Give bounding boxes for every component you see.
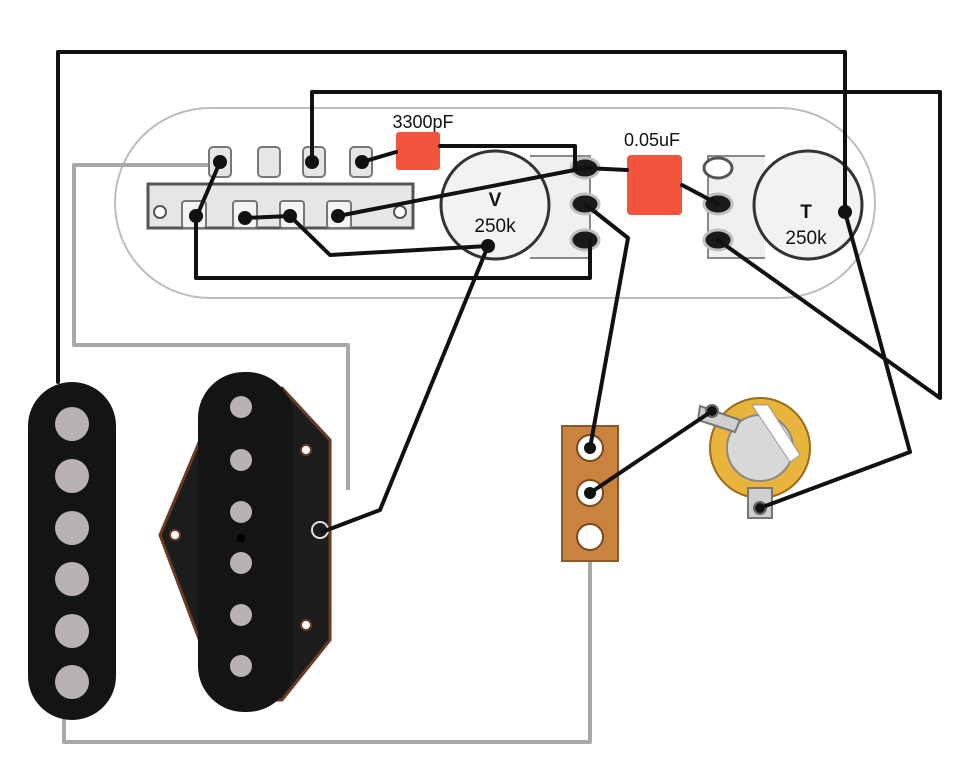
wire-switch-to-volume-wiper [336,166,587,218]
capacitor-005uf-label: 0.05uF [624,130,680,150]
solder-joint [189,209,203,223]
tone-pot-letter: T [800,202,812,223]
switch-mounting-hole [153,205,167,219]
wire-neck-pickup-to-tone [56,50,847,384]
wire-tone-to-jack-sleeve [758,210,912,510]
mounting-screw [300,619,312,631]
solder-joint [331,209,345,223]
solder-joint [355,155,369,169]
ground-wire-neck-return [72,163,350,490]
solder-joints [189,155,852,513]
bridge-pickup [158,372,332,712]
volume-pot-body [439,149,551,261]
output-jack [696,397,811,519]
wire-volume-to-cap-005uf [583,166,720,206]
solder-joint [584,487,596,499]
output-jack-slot [751,404,801,463]
pole-piece [230,604,252,626]
pole-piece [55,614,89,648]
solder-joint [838,205,852,219]
solder-joint [238,211,252,225]
wire-strip-to-jack-tip [588,409,714,495]
capacitor-3300pf: 3300pF [392,112,454,170]
hot-wires [56,50,942,534]
pole-piece [55,665,89,699]
tone-pot: T 250k [707,149,864,261]
ground-wire-bridge-return [62,530,592,744]
mounting-screw [300,444,312,456]
switch-lug [257,146,281,178]
wire-switch-bottom-loop [194,216,592,280]
control-plate-outline [114,107,876,299]
bridge-pickup-coil [198,372,293,712]
neck-pickup-body [28,382,116,720]
pole-piece [230,449,252,471]
solder-joint [481,239,495,253]
tone-pot-value: 250k [785,228,827,249]
volume-pot-value: 250k [474,216,516,237]
tone-pot-lug [702,156,734,180]
solder-joint [707,406,717,416]
pole-piece [230,655,252,677]
pole-piece [55,511,89,545]
pole-piece [230,552,252,574]
switch-mounting-hole [393,205,407,219]
three-way-switch [146,146,415,230]
tone-pot-body [752,149,864,261]
solder-joint [305,155,319,169]
pole-piece [230,396,252,418]
volume-pot-lug [569,228,601,252]
ground-wires [62,163,592,744]
wire-switch-to-switch [194,160,222,220]
capacitor-005uf-body [627,155,682,215]
wire-volume-pot-to-bridge-pickup [320,244,490,534]
volume-pot-letter: V [489,190,502,211]
neck-pickup [28,382,116,720]
solder-joint [283,209,297,223]
solder-joint [213,155,227,169]
solder-joint [584,442,596,454]
solder-joint [755,503,765,513]
capacitor-005uf: 0.05uF [624,130,682,215]
wire-switch-lug-to-jack-loop [310,90,942,400]
pole-piece [55,459,89,493]
pole-piece [55,562,89,596]
bridge-pickup-center-dot [237,534,245,542]
mounting-screw [169,529,181,541]
pole-piece [55,407,89,441]
capacitor-3300pf-label: 3300pF [392,112,453,132]
pole-piece [230,501,252,523]
wire-volume-out-to-strip [583,202,630,450]
capacitor-3300pf-body [396,132,440,170]
volume-pot: V 250k [439,149,591,261]
wire-switch-inner [243,214,490,257]
terminal-strip-lug [576,523,604,551]
